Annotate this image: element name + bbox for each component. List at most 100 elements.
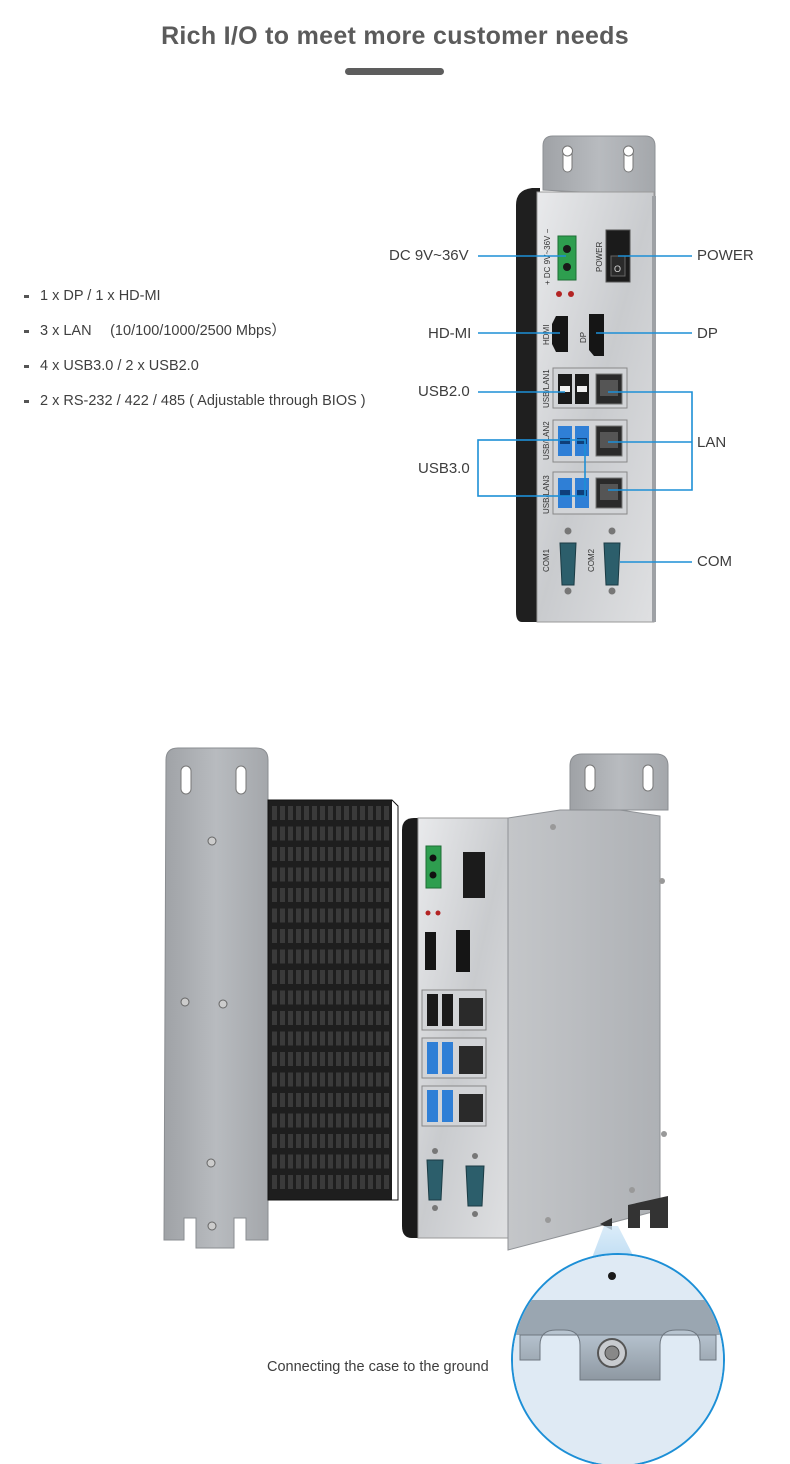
heatsink-fin xyxy=(312,1175,317,1189)
heatsink-fin xyxy=(384,1093,389,1107)
heatsink-fin xyxy=(384,1175,389,1189)
heatsink-fin xyxy=(320,1175,325,1189)
heatsink-fin xyxy=(312,1134,317,1148)
heatsink-fin xyxy=(288,929,293,943)
heatsink-fin xyxy=(312,847,317,861)
heatsink-fin xyxy=(304,1072,309,1087)
heatsink-fin xyxy=(336,1011,341,1025)
heatsink-fin xyxy=(272,1011,277,1025)
panel-label-usb-lan1: USB/LAN1 xyxy=(542,369,551,408)
callout-dc-input: DC 9V~36V xyxy=(389,247,469,264)
heatsink-fin xyxy=(320,1134,325,1148)
heatsink-fin xyxy=(296,990,301,1005)
heatsink-fin xyxy=(288,1031,293,1046)
svg-text:O: O xyxy=(614,264,621,274)
heatsink-fin xyxy=(368,1154,373,1169)
heatsink-fin xyxy=(288,1011,293,1025)
heatsink-fin xyxy=(272,1093,277,1107)
heatsink-fin xyxy=(320,970,325,984)
heatsink-fin xyxy=(328,1052,333,1066)
heatsink-fin xyxy=(296,806,301,820)
title-underline xyxy=(345,68,444,75)
heatsink-fin xyxy=(360,990,365,1005)
heatsink-fin xyxy=(384,867,389,882)
heatsink-fin xyxy=(304,1011,309,1025)
feature-item-serial: 2 x RS-232 / 422 / 485 ( Adjustable thro… xyxy=(24,391,366,426)
heatsink-fin xyxy=(312,1072,317,1087)
heatsink-fin xyxy=(336,888,341,902)
heatsink-fin xyxy=(280,888,285,902)
heatsink-fin xyxy=(352,1175,357,1189)
heatsink-fin xyxy=(312,908,317,923)
heatsink-fin xyxy=(336,949,341,964)
heatsink-fin xyxy=(288,1134,293,1148)
heatsink-fin xyxy=(376,888,381,902)
heatsink-fin xyxy=(296,867,301,882)
heatsink-fin xyxy=(384,949,389,964)
heatsink-fin xyxy=(296,908,301,923)
heatsink-fin xyxy=(368,847,373,861)
heatsink-fin xyxy=(336,990,341,1005)
heatsink-fin xyxy=(272,1113,277,1128)
heatsink-fin xyxy=(360,1175,365,1189)
heatsink-fin xyxy=(352,929,357,943)
heatsink-fin xyxy=(352,826,357,841)
heatsink-fin xyxy=(360,1134,365,1148)
heatsink-fin xyxy=(288,826,293,841)
heatsink-fin xyxy=(288,1154,293,1169)
rear-io-device: + DC 9V~36V − O POWER HDMI DP USB/LAN1 U… xyxy=(516,135,656,623)
heatsink-fin xyxy=(344,1175,349,1189)
heatsink-fin xyxy=(296,1093,301,1107)
heatsink-fin xyxy=(296,1052,301,1066)
heatsink-fin xyxy=(288,1052,293,1066)
heatsink-fin xyxy=(328,867,333,882)
heatsink-fin xyxy=(384,970,389,984)
heatsink-fin xyxy=(368,1093,373,1107)
heatsink-fin xyxy=(360,1113,365,1128)
heatsink-fin xyxy=(336,1113,341,1128)
heatsink-fin xyxy=(352,970,357,984)
heatsink-fin xyxy=(288,1113,293,1128)
heatsink-fin xyxy=(328,1154,333,1169)
heatsink-fin xyxy=(312,990,317,1005)
heatsink-fin xyxy=(320,1031,325,1046)
heatsink-fin xyxy=(384,826,389,841)
heatsink-fin xyxy=(312,1113,317,1128)
heatsink-fin xyxy=(296,1154,301,1169)
heatsink-fin xyxy=(376,1011,381,1025)
heatsink-fin xyxy=(280,1052,285,1066)
heatsink-fin xyxy=(320,1072,325,1087)
heatsink-fin xyxy=(280,826,285,841)
heatsink-fin xyxy=(296,888,301,902)
panel-label-usb-lan3: USB/LAN3 xyxy=(542,475,551,514)
heatsink-fin xyxy=(312,1011,317,1025)
heatsink-fin xyxy=(352,1134,357,1148)
heatsink-fin xyxy=(304,1113,309,1128)
heatsink-fin xyxy=(296,949,301,964)
heatsink-fin xyxy=(344,847,349,861)
heatsink-fin xyxy=(368,1113,373,1128)
heatsink-fin xyxy=(360,1093,365,1107)
heatsink-fin xyxy=(272,949,277,964)
heatsink-fin xyxy=(328,949,333,964)
heatsink-fin xyxy=(336,806,341,820)
heatsink-fin xyxy=(384,1154,389,1169)
heatsink-fin xyxy=(360,929,365,943)
heatsink-fin xyxy=(360,908,365,923)
heatsink-fin xyxy=(336,1093,341,1107)
panel-label-dp: DP xyxy=(579,332,588,343)
heatsink-fin xyxy=(320,929,325,943)
heatsink-fin xyxy=(304,1031,309,1046)
panel-label-power: POWER xyxy=(595,242,604,272)
feature-item-display: 1 x DP / 1 x HD-MI xyxy=(24,286,366,321)
heatsink-fin xyxy=(360,1011,365,1025)
heatsink-fin xyxy=(344,867,349,882)
heatsink-fin xyxy=(352,1072,357,1087)
heatsink-fin xyxy=(280,908,285,923)
heatsink-fin xyxy=(360,1154,365,1169)
heatsink-fin xyxy=(344,806,349,820)
heatsink-fin xyxy=(336,970,341,984)
heatsink-fin xyxy=(352,888,357,902)
heatsink-fin xyxy=(296,970,301,984)
